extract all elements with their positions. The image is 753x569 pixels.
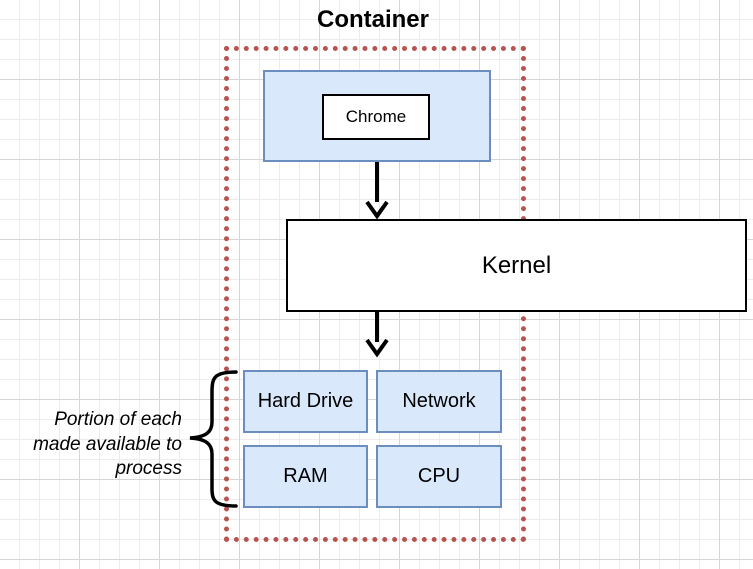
ram-box: RAM [243, 445, 368, 508]
resource-portion-note: Portion of each made available to proces… [33, 409, 182, 479]
curly-brace [189, 370, 238, 508]
kernel-box: Kernel [286, 219, 747, 312]
container-title: Container [316, 6, 429, 33]
chrome-to-kernel-arrow [365, 162, 389, 220]
network-box: Network [376, 370, 502, 433]
kernel-to-resources-arrow [365, 312, 389, 358]
cpu-box: CPU [376, 445, 502, 508]
hard-drive-box: Hard Drive [243, 370, 368, 433]
chrome-process-box: Chrome [322, 94, 430, 140]
